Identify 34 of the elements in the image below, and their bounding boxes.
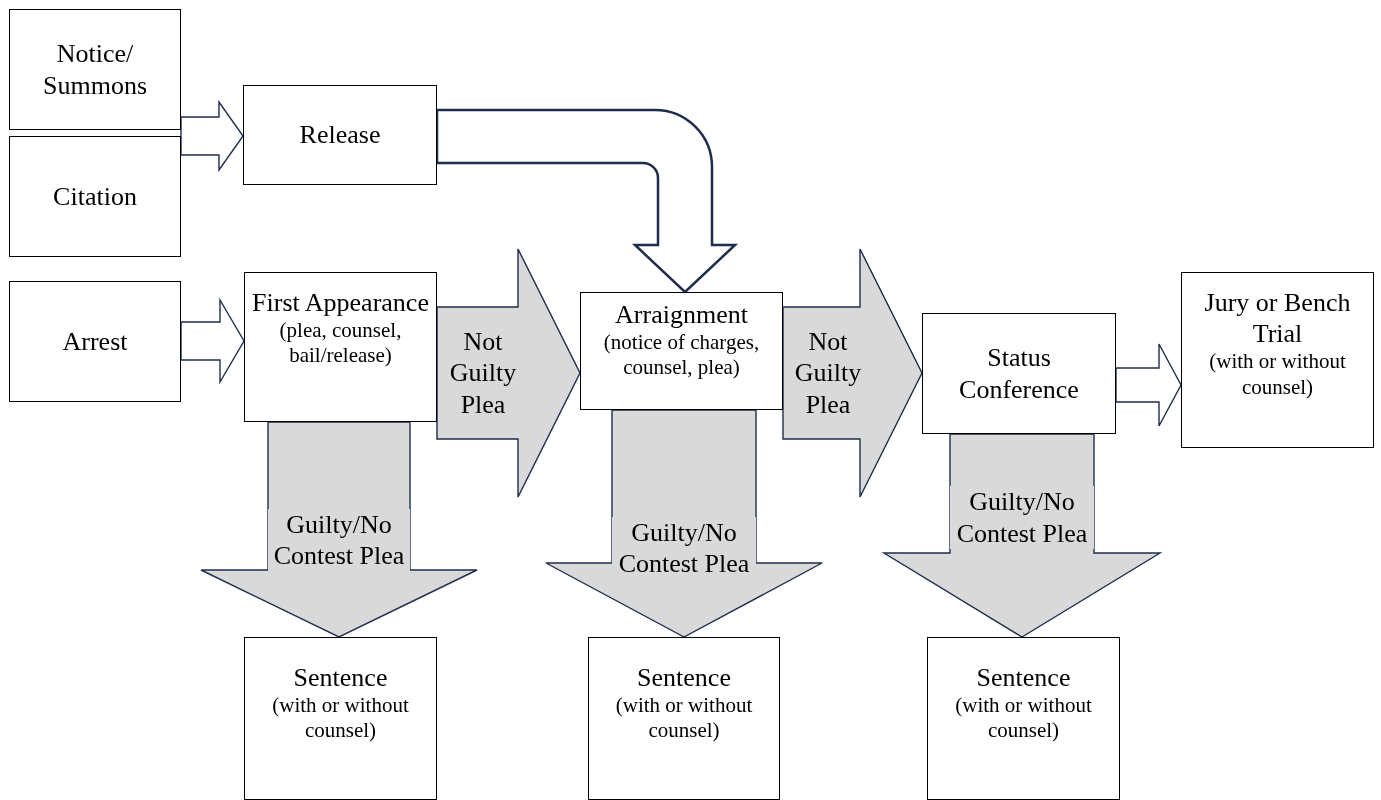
step-details: (with or without counsel)	[954, 693, 1093, 744]
block-arrow	[180, 297, 245, 385]
block-arrow	[1115, 343, 1182, 427]
block-arrow	[180, 99, 244, 173]
process-box	[9, 9, 181, 130]
process-box	[580, 292, 783, 410]
step-title: Arraignment	[615, 299, 748, 331]
process-box	[588, 637, 780, 800]
process-box	[9, 281, 181, 402]
process-box	[922, 313, 1116, 434]
step-title: Arrest	[62, 325, 128, 358]
edge-label: Guilty/No Contest Plea	[950, 486, 1094, 549]
step-title: Sentence	[637, 662, 731, 694]
step-details: (notice of charges, counsel, plea)	[602, 330, 761, 381]
step-title: Citation	[53, 180, 137, 213]
process-box	[244, 272, 437, 422]
process-box	[1181, 272, 1374, 448]
step-title: Release	[299, 119, 381, 151]
process-box	[243, 85, 437, 185]
step-details: (plea, counsel, bail/release)	[278, 318, 403, 369]
step-title: Sentence	[293, 662, 388, 694]
process-box	[927, 637, 1120, 800]
step-details: (with or without counsel)	[271, 693, 410, 744]
step-title: Status Conference	[958, 342, 1080, 405]
process-box	[9, 136, 181, 257]
step-details: (with or without counsel)	[614, 693, 754, 744]
step-title: First Appearance	[252, 287, 429, 319]
process-box	[244, 637, 437, 800]
edge-label: Guilty/No Contest Plea	[268, 508, 410, 572]
block-arrow	[435, 108, 737, 294]
step-title: Sentence	[976, 662, 1071, 694]
step-details: (with or without counsel)	[1208, 349, 1347, 400]
step-title: Jury or Bench Trial	[1203, 287, 1352, 350]
step-title: Notice/ Summons	[42, 38, 148, 101]
